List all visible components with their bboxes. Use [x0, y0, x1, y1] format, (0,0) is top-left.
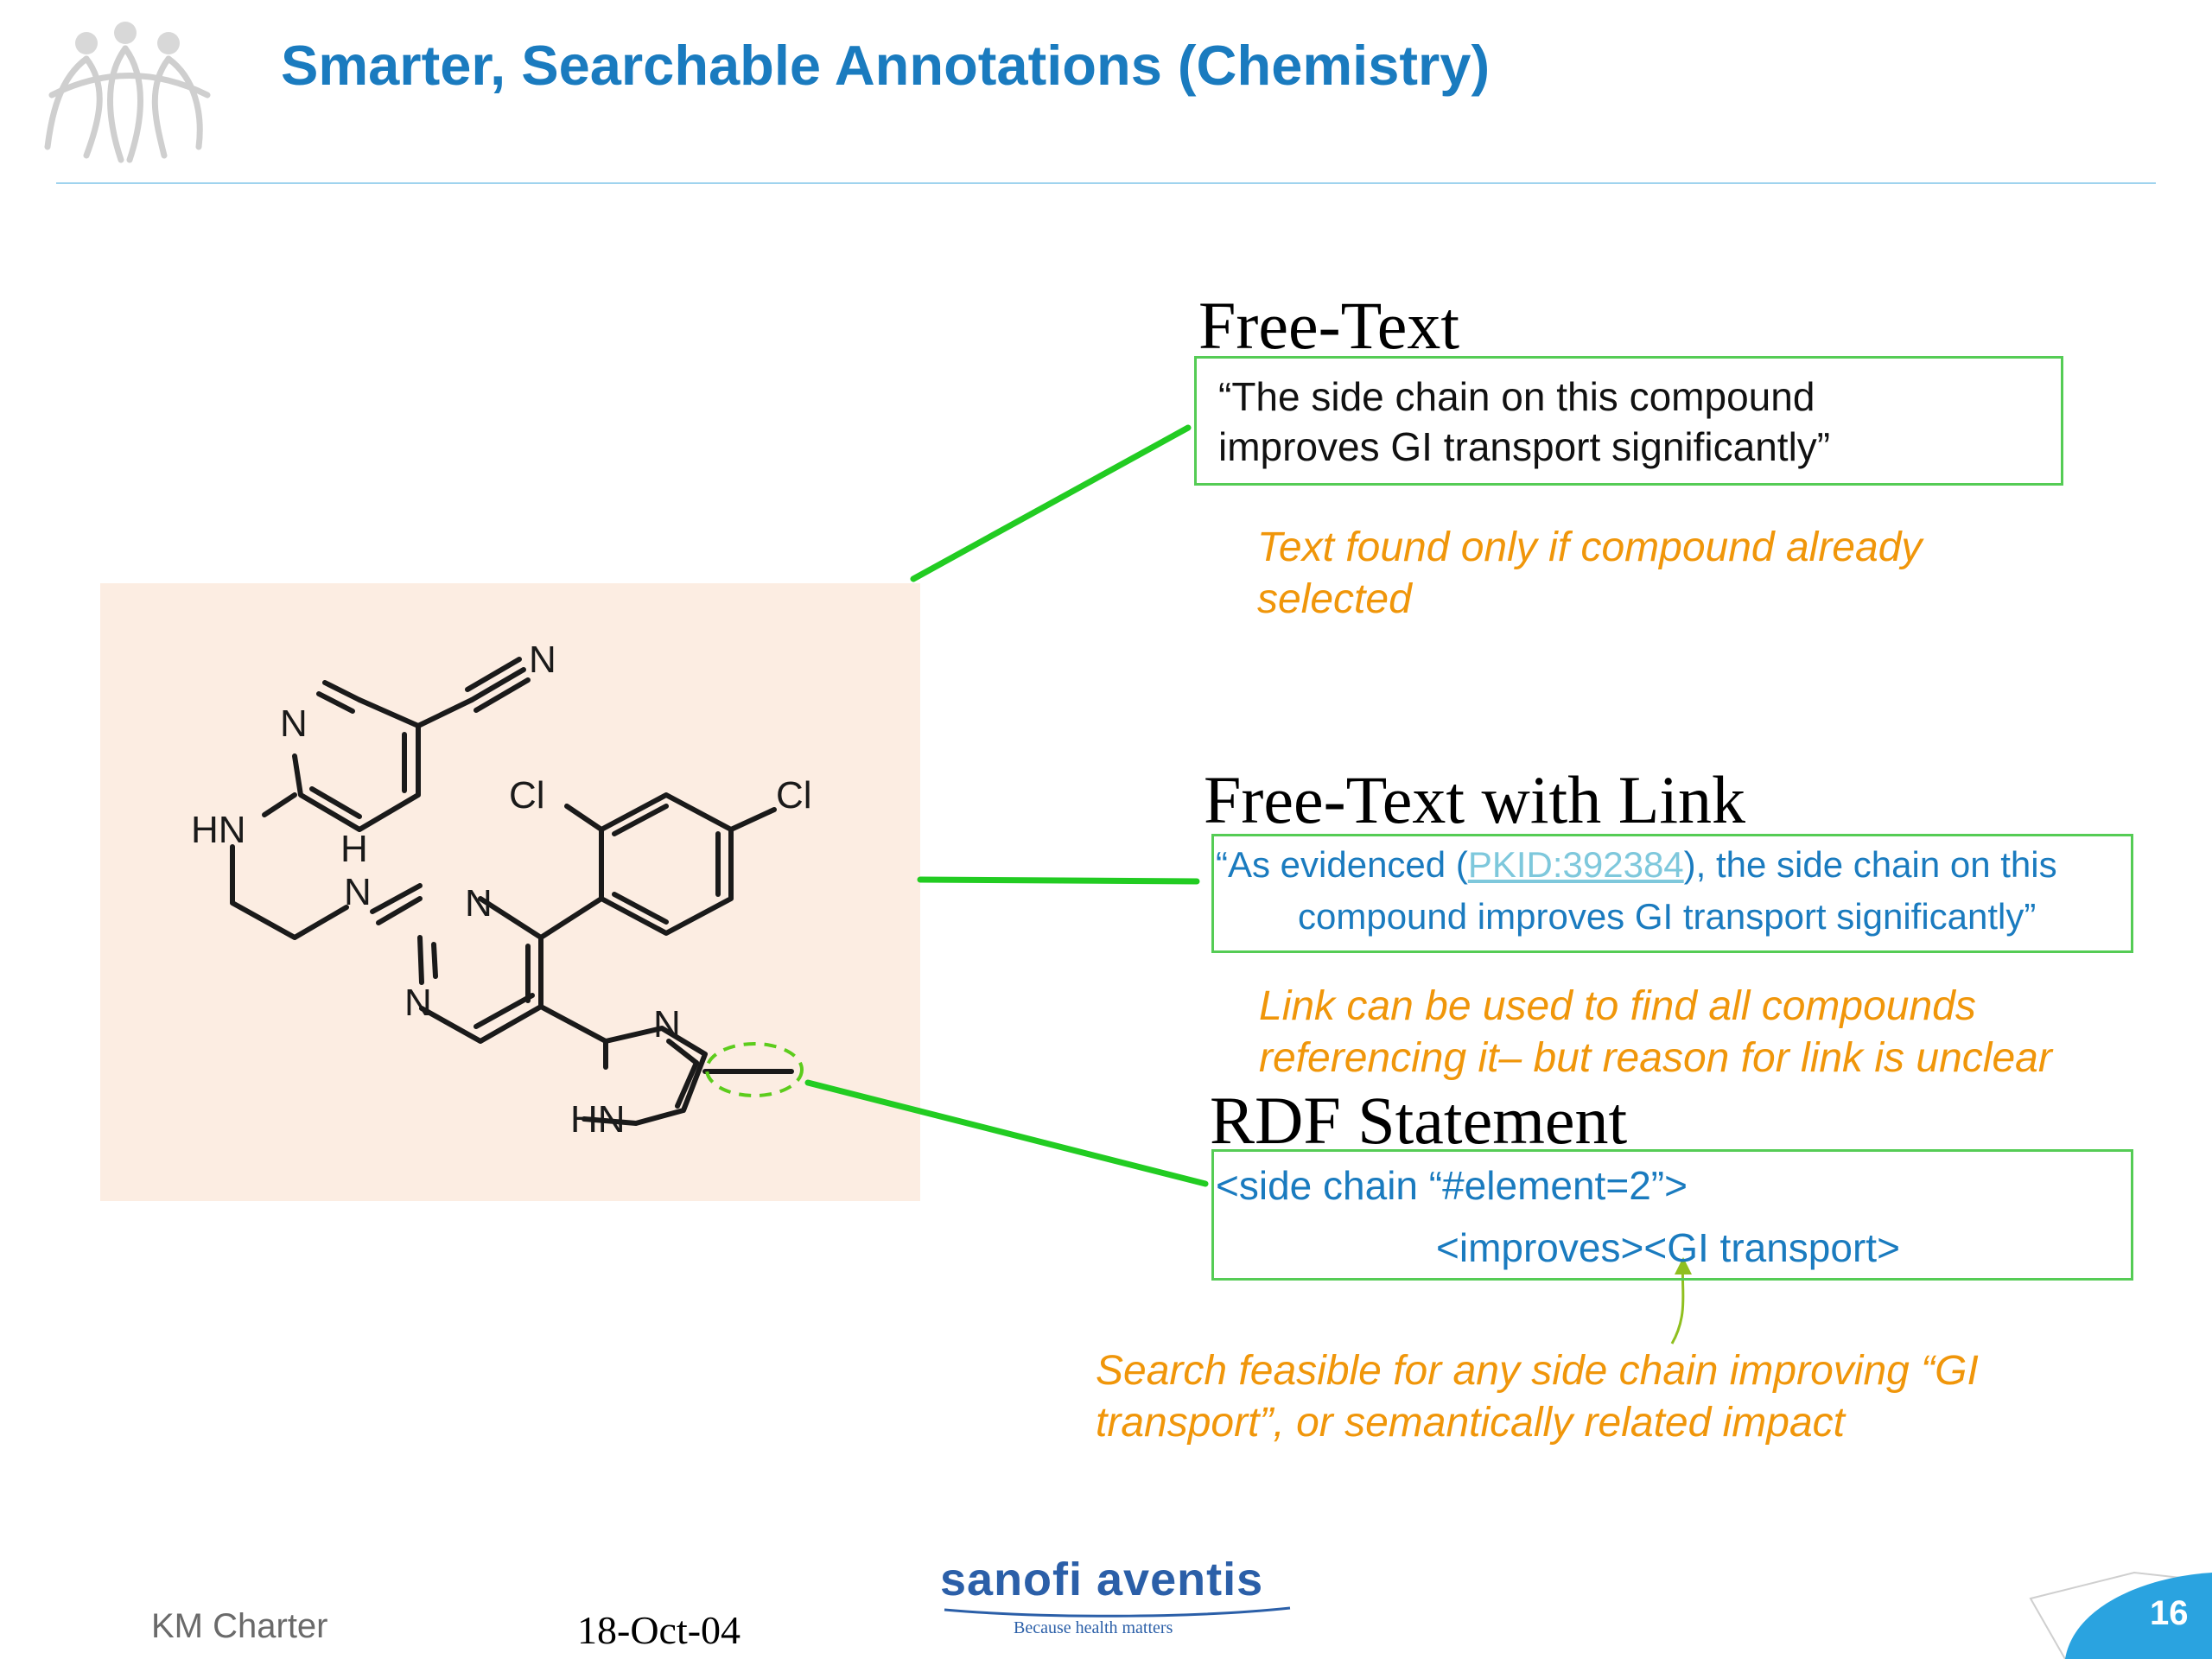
atom-label: N — [465, 882, 493, 925]
pkid-link[interactable]: PKID:392384 — [1467, 844, 1684, 885]
free-text-quote-line1: “The side chain on this compound — [1218, 374, 1815, 419]
brand-tagline: Because health matters — [1014, 1618, 1173, 1637]
atom-label: HN — [570, 1098, 626, 1141]
connector-free-text-link — [917, 876, 1200, 885]
atom-label: N — [529, 639, 556, 681]
company-logo-figures — [44, 22, 211, 163]
free-text-link-box: “As evidenced (PKID:392384), the side ch… — [1211, 834, 2133, 953]
free-text-note-line1: Text found only if compound already — [1257, 524, 1923, 570]
free-text-note-line2: selected — [1257, 576, 1412, 622]
atom-label: N — [344, 871, 372, 913]
free-text-link-heading: Free-Text with Link — [1204, 762, 1746, 837]
free-text-box: “The side chain on this compound improve… — [1194, 356, 2063, 486]
slide-title: Smarter, Searchable Annotations (Chemist… — [281, 34, 1491, 97]
free-text-link-line1: “As evidenced (PKID:392384), the side ch… — [1216, 840, 2057, 890]
rdf-note-line2: transport”, or semantically related impa… — [1096, 1400, 1845, 1446]
chemical-structure: N N HN H N N N Cl Cl N HN — [191, 639, 812, 1141]
atom-label: Cl — [509, 774, 545, 817]
atom-label: H — [340, 828, 368, 870]
free-text-heading: Free-Text — [1198, 288, 1460, 363]
connector-free-text — [910, 424, 1192, 582]
free-text-quote-line2: improves GI transport significantly” — [1218, 424, 1831, 469]
quote-prefix: “As evidenced ( — [1216, 844, 1468, 885]
atom-label: N — [404, 982, 432, 1024]
connector-rdf — [804, 1079, 1209, 1187]
rdf-heading: RDF Statement — [1210, 1083, 1628, 1158]
atom-label: HN — [191, 809, 246, 851]
atom-label: Cl — [776, 774, 812, 817]
footer-author: KM Charter — [151, 1607, 328, 1645]
free-text-link-note-line1: Link can be used to find all compounds — [1259, 983, 1976, 1029]
rdf-note-line1: Search feasible for any side chain impro… — [1096, 1348, 1979, 1394]
brand-swoosh-icon — [944, 1606, 1291, 1618]
free-text-link-line2: compound improves GI transport significa… — [1298, 896, 2037, 937]
free-text-link-note-line2: referencing it– but reason for link is u… — [1259, 1035, 2052, 1081]
page-number: 16 — [2150, 1594, 2189, 1632]
arrow-head — [1675, 1257, 1692, 1274]
rdf-line2: <improves><GI transport> — [1436, 1225, 1900, 1270]
atom-label: N — [280, 702, 308, 745]
molecule-panel — [100, 583, 920, 1201]
quote-suffix: ), the side chain on this — [1683, 844, 2057, 885]
title-divider — [56, 182, 2156, 184]
brand-logo-text: sanofi aventis — [940, 1554, 1264, 1605]
page-number-badge — [2029, 1571, 2212, 1659]
footer-date: 18-Oct-04 — [577, 1608, 741, 1652]
rdf-line1: <side chain “#element=2”> — [1216, 1163, 1688, 1208]
rdf-box: <side chain “#element=2”> <improves><GI … — [1211, 1149, 2133, 1281]
atom-label: N — [653, 1003, 681, 1046]
